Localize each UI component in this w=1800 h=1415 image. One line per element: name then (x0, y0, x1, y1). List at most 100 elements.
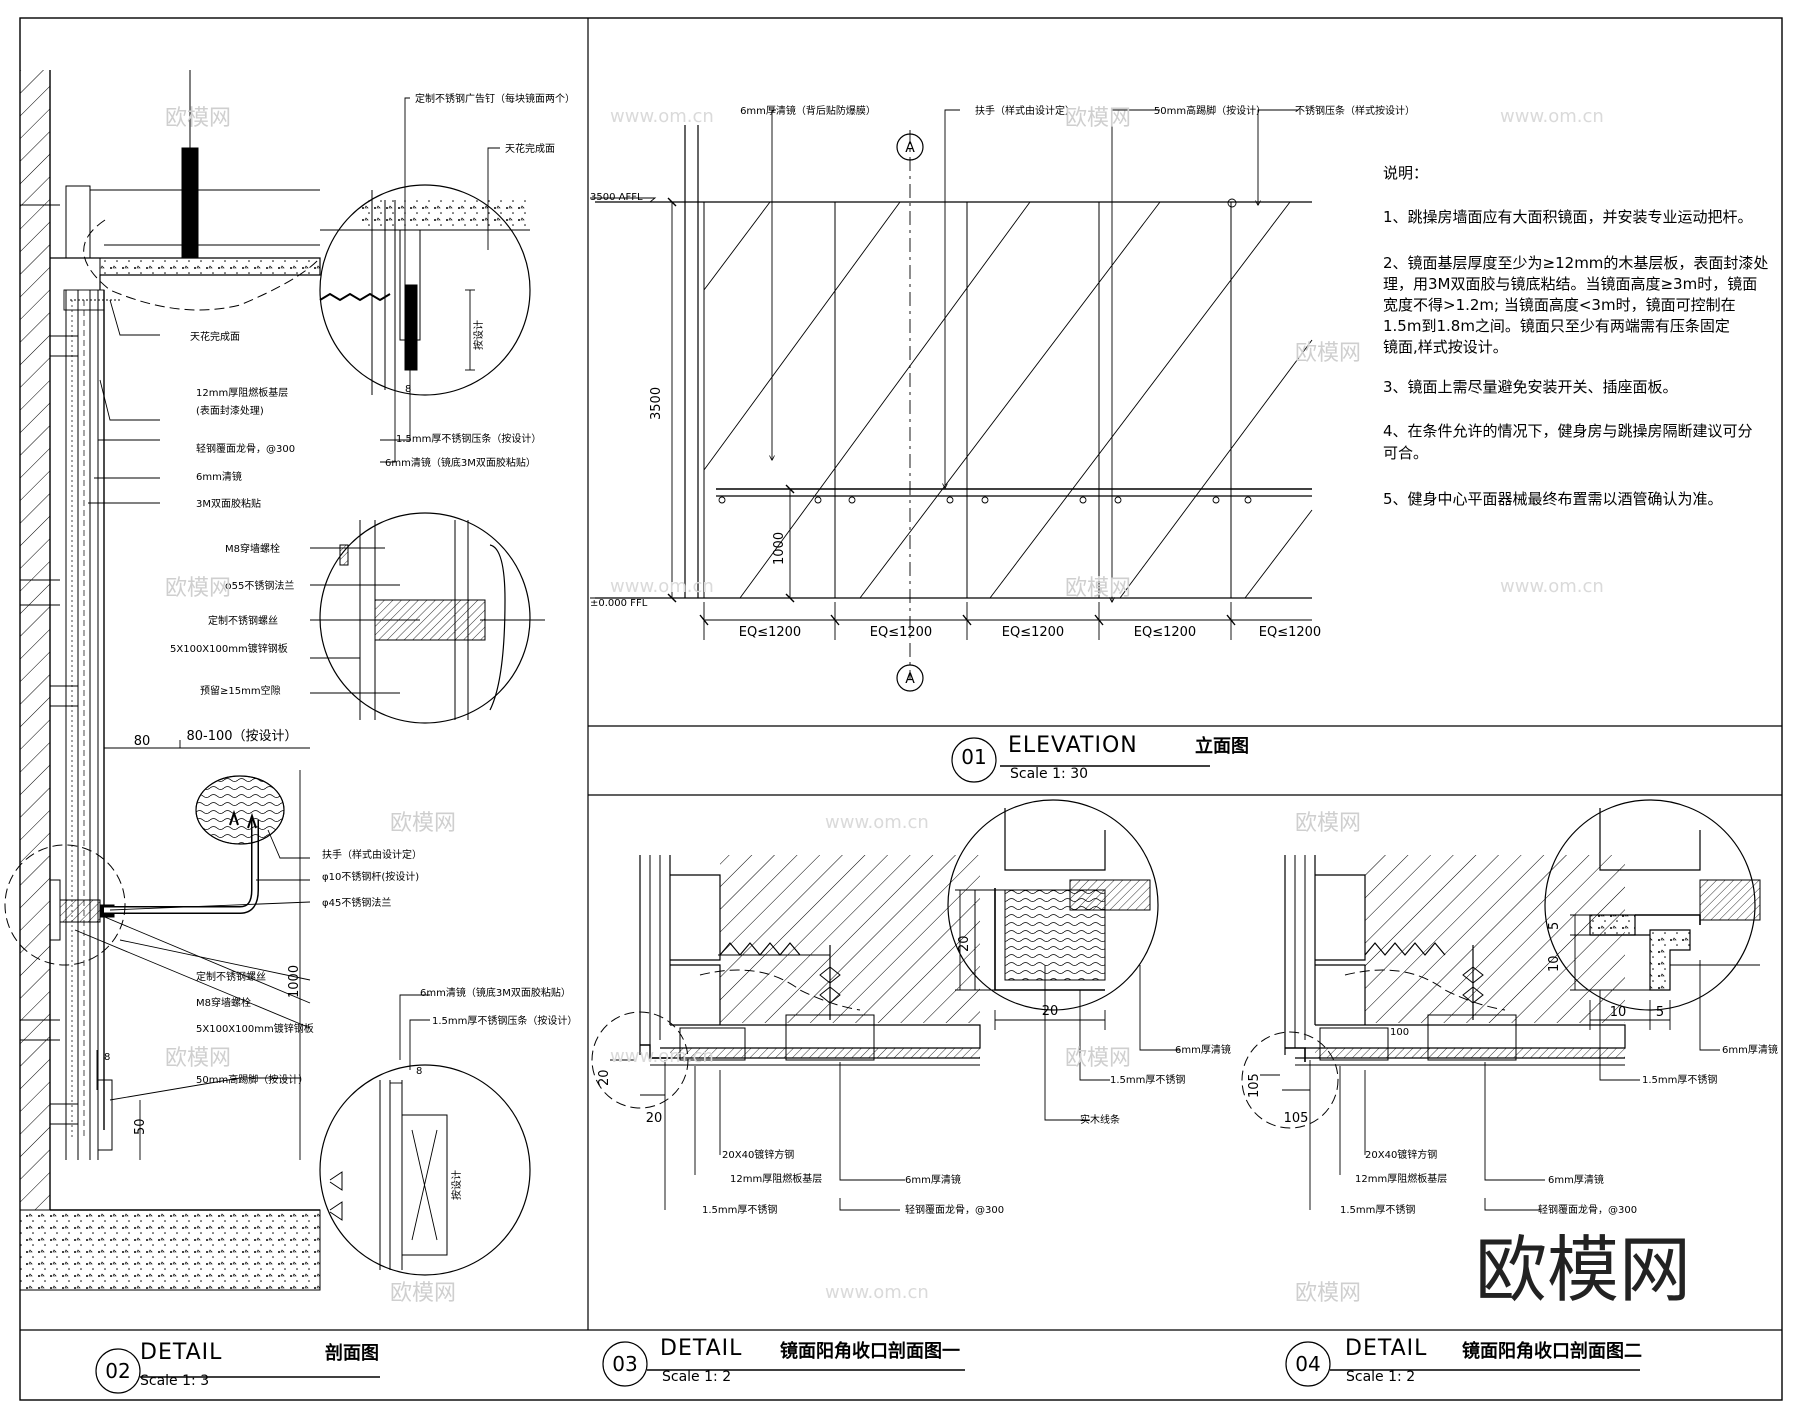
elev-scale: Scale 1: 30 (1010, 766, 1088, 782)
d04-dim-105b: 105 (1284, 1111, 1309, 1126)
elev-title-en: ELEVATION (1008, 733, 1138, 758)
d02-bolt-m8-1: M8穿墙螺栓 (225, 542, 280, 555)
detail02-labels: 定制不锈钢广告钉（每块镜面两个） 天花完成面 天花完成面 按设计 8 1.5mm… (104, 92, 577, 1389)
note-2b: 理，用3M双面胶与镜底粘结。当镜面高度≥3m时，镜面 (1383, 275, 1757, 293)
watermark-logo: 欧模网 (1295, 1281, 1361, 1306)
section-marker-bottom: A (905, 671, 915, 687)
watermarks: 欧模网 www.om.cn 欧模网 www.om.cn 欧模网 欧模网 www.… (165, 106, 1604, 1306)
note-2d: 1.5m到1.8m之间。镜面只至少有两端需有压条固定 (1383, 317, 1730, 335)
note-2e: 镜面,样式按设计。 (1383, 338, 1508, 356)
d04-dim-5a: 5 (1547, 922, 1562, 930)
d04-title-en: DETAIL (1345, 1336, 1427, 1361)
elevation-labels: 6mm厚清镜（背后贴防爆膜） 扶手（样式由设计定） 50mm高踢脚（按设计） 不… (590, 104, 1415, 782)
d04-dim-100: 100 (1390, 1027, 1409, 1038)
d03-scale: Scale 1: 2 (662, 1369, 731, 1385)
d04-dim-10a: 10 (1547, 955, 1562, 972)
d02-gap: 预留≥15mm空隙 (200, 684, 281, 697)
d03-zoom-wood: 实木线条 (1080, 1113, 1120, 1126)
watermark-logo: 欧模网 (1065, 576, 1131, 601)
watermark-logo: 欧模网 (1065, 106, 1131, 131)
detail03-labels: 20X40镀锌方钢 12mm厚阻燃板基层 1.5mm厚不锈钢 6mm厚清镜 轻钢… (597, 935, 1231, 1385)
d02-rod: φ10不锈钢杆(按设计) (322, 870, 419, 883)
sheet-border (19, 17, 1783, 1401)
note-4: 4、在条件允许的情况下，健身房与跳操房隔断建议可分 (1383, 422, 1753, 440)
detail03-drawing (591, 799, 1180, 1387)
watermark-url: www.om.cn (825, 1282, 929, 1303)
d02-ss-strip-1: 1.5mm厚不锈钢压条（按设计） (396, 432, 541, 445)
elev-number: 01 (961, 745, 986, 769)
note-5: 5、健身中心平面器械最终布置需以酒管确认为准。 (1383, 490, 1723, 508)
d02-dim-8c: 8 (416, 1066, 422, 1077)
watermark-url: www.om.cn (1500, 576, 1604, 597)
d03-number: 03 (612, 1352, 637, 1376)
d02-by-design-2: 按设计 (450, 1170, 463, 1200)
d02-dim-1000: 1000 (287, 965, 302, 998)
watermark-logo: 欧模网 (1065, 1046, 1131, 1071)
d02-ceiling-nail: 定制不锈钢广告钉（每块镜面两个） (415, 92, 575, 105)
d04-dim-105a: 105 (1247, 1073, 1262, 1098)
d02-steel-plate-1: 5X100X100mm镀锌钢板 (170, 642, 288, 655)
elev-bay-4: EQ≤1200 (1134, 625, 1196, 640)
elev-label-skirting: 50mm高踢脚（按设计） (1154, 104, 1266, 117)
d04-dim-10b: 10 (1610, 1005, 1627, 1020)
watermark-logo: 欧模网 (390, 1281, 456, 1306)
watermark-url: www.om.cn (1500, 106, 1604, 127)
d02-skirting: 50mm高踢脚（按设计） (196, 1073, 308, 1086)
d04-zoom-mirror: 6mm厚清镜 (1722, 1043, 1778, 1056)
d02-flange-55: φ55不锈钢法兰 (225, 579, 294, 592)
elev-label-mirror: 6mm厚清镜（背后贴防爆膜） (740, 104, 876, 117)
watermark-url: www.om.cn (610, 106, 714, 127)
elev-dim-1000: 1000 (772, 532, 787, 565)
detail02-drawing (4, 70, 545, 1394)
d02-dim-80-100: 80-100（按设计） (186, 729, 297, 744)
d03-title-en: DETAIL (660, 1336, 742, 1361)
d02-flange-45: φ45不锈钢法兰 (322, 896, 391, 909)
d04-ss: 1.5mm厚不锈钢 (1340, 1203, 1415, 1216)
elev-label-handrail: 扶手（样式由设计定） (975, 104, 1075, 117)
d02-dim-8b: 8 (104, 1052, 110, 1063)
d02-keel: 轻钢覆面龙骨，@300 (196, 442, 295, 455)
d02-ss-strip-2: 1.5mm厚不锈钢压条（按设计） (432, 1014, 577, 1027)
watermark-logo: 欧模网 (165, 106, 231, 131)
elev-level-top: 3500 AFFL (590, 192, 643, 203)
design-notes: 说明： 1、跳操房墙面应有大面积镜面，并安装专业运动把杆。 2、镜面基层厚度至少… (1383, 164, 1768, 508)
d02-custom-screw-2: 定制不锈钢螺丝 (196, 970, 266, 983)
section-marker-top: A (905, 140, 915, 156)
d03-mirror: 6mm厚清镜 (905, 1173, 961, 1186)
note-3: 3、镜面上需尽量避免安装开关、插座面板。 (1383, 378, 1678, 396)
elevation-drawing (590, 109, 1313, 783)
d03-dim-20a: 20 (597, 1069, 612, 1086)
watermark-logo: 欧模网 (1295, 811, 1361, 836)
watermark-url: www.om.cn (825, 812, 929, 833)
d04-mirror: 6mm厚清镜 (1548, 1173, 1604, 1186)
watermark-logo: 欧模网 (390, 811, 456, 836)
d02-handrail: 扶手（样式由设计定） (322, 848, 422, 861)
elev-level-floor: ±0.000 FFL (590, 598, 648, 609)
d02-dim-8a: 8 (405, 384, 411, 395)
elev-dim-3500: 3500 (649, 387, 664, 420)
notes-heading: 说明： (1383, 164, 1428, 182)
elev-bay-5: EQ≤1200 (1259, 625, 1321, 640)
d04-zoom-ss: 1.5mm厚不锈钢 (1642, 1073, 1717, 1086)
d02-scale: Scale 1: 3 (140, 1373, 209, 1389)
d02-number: 02 (105, 1359, 130, 1383)
watermark-logo: 欧模网 (1295, 341, 1361, 366)
d02-by-design-1: 按设计 (472, 320, 485, 350)
d03-ss: 1.5mm厚不锈钢 (702, 1203, 777, 1216)
watermark-logo: 欧模网 (165, 576, 231, 601)
d03-dim-20c: 20 (957, 935, 972, 952)
d02-title-en: DETAIL (140, 1340, 222, 1365)
brand-logo: 欧模网 (1475, 1228, 1691, 1312)
detail04-drawing (1241, 799, 1761, 1387)
note-2: 2、镜面基层厚度至少为≥12mm的木基层板，表面封漆处 (1383, 254, 1768, 272)
d02-steel-plate-2: 5X100X100mm镀锌钢板 (196, 1022, 314, 1035)
d04-dim-5b: 5 (1656, 1005, 1664, 1020)
d03-dim-20d: 20 (1042, 1004, 1059, 1019)
d03-dim-20b: 20 (646, 1111, 663, 1126)
d02-mirror-6: 6mm清镜 (196, 470, 242, 483)
d03-keel: 轻钢覆面龙骨，@300 (905, 1203, 1004, 1216)
d04-title-cn: 镜面阳角收口剖面图二 (1462, 1340, 1642, 1362)
d02-tape: 3M双面胶粘贴 (196, 497, 261, 510)
d02-ceiling-finish-1: 天花完成面 (505, 142, 555, 155)
